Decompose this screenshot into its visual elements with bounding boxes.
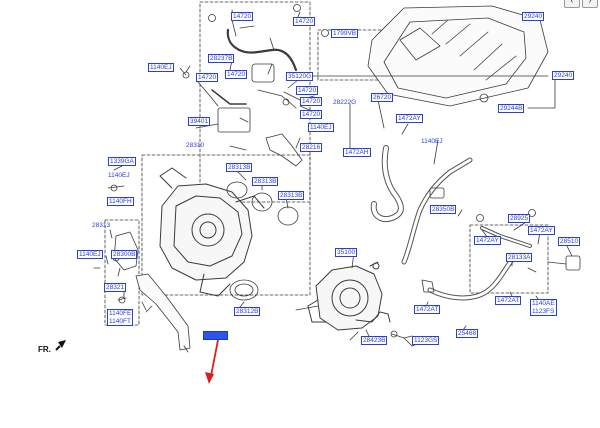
marker-b-top bbox=[293, 4, 301, 12]
solenoid-bracket bbox=[217, 107, 251, 133]
part-label-35100[interactable]: 35100 bbox=[335, 248, 358, 257]
part-label-1339ga[interactable]: 1339GA bbox=[108, 157, 136, 166]
part-label-1472at[interactable]: 1472AT bbox=[414, 305, 441, 314]
part-label-14720[interactable]: 14720 bbox=[300, 110, 323, 119]
part-label-14720[interactable]: 14720 bbox=[293, 17, 316, 26]
part-label-1472ay[interactable]: 1472AY bbox=[528, 226, 555, 235]
part-label-1140ft: 1140FT bbox=[109, 318, 131, 325]
support-bracket bbox=[135, 273, 191, 351]
part-label-1472ay[interactable]: 1472AY bbox=[396, 114, 423, 123]
engine-cover bbox=[367, 5, 549, 107]
part-label-29244b[interactable]: 29244B bbox=[498, 104, 525, 113]
part-label-1123fs: 1123FS bbox=[532, 308, 555, 315]
part-label-28313b[interactable]: 28313B bbox=[252, 177, 279, 186]
part-label-1472ay[interactable]: 1472AY bbox=[474, 236, 501, 245]
part-label-39401[interactable]: 39401 bbox=[188, 117, 211, 126]
part-label-28310[interactable]: 28310 bbox=[186, 142, 205, 149]
part-label-28216[interactable]: 28216 bbox=[300, 143, 323, 152]
corner-controls: ‹ › bbox=[564, 0, 600, 8]
part-label-1140fh[interactable]: 1140FH bbox=[107, 197, 134, 206]
chevron-left-icon[interactable]: ‹ bbox=[564, 0, 580, 8]
vacuum-hose-top bbox=[226, 28, 298, 72]
part-label-1140fe: 1140FE bbox=[109, 310, 132, 317]
front-direction-arrow bbox=[55, 340, 66, 351]
part-label-1140ae: 1140AE bbox=[532, 300, 555, 307]
part-label-14720[interactable]: 14720 bbox=[296, 86, 319, 95]
part-label-28321[interactable]: 28321 bbox=[104, 283, 127, 292]
gasket-2 bbox=[251, 192, 273, 212]
part-label-28313b[interactable]: 28313B bbox=[226, 163, 253, 172]
part-label-35120g[interactable]: 35120G bbox=[286, 72, 314, 81]
gasket-1 bbox=[226, 181, 248, 199]
vacuum-group-box bbox=[199, 1, 311, 203]
sensor-connector bbox=[565, 255, 581, 271]
front-orientation-label: FR. bbox=[38, 345, 51, 354]
throttle-body bbox=[307, 261, 383, 331]
marker-a-right bbox=[476, 214, 484, 222]
part-label-28133a[interactable]: 28133A bbox=[506, 253, 533, 262]
selected-part-label[interactable]: 284113 bbox=[203, 331, 229, 340]
turbocharger-manifold bbox=[159, 167, 265, 297]
part-label-28350b[interactable]: 28350B bbox=[430, 205, 457, 214]
part-label-28510[interactable]: 28510 bbox=[558, 237, 581, 246]
part-label-1472at[interactable]: 1472AT bbox=[495, 296, 522, 305]
part-label-28925[interactable]: 28925 bbox=[508, 214, 531, 223]
part-label-1140ej[interactable]: 1140EJ bbox=[77, 250, 103, 259]
part-label-28313[interactable]: 28313 bbox=[92, 222, 111, 229]
part-label-14720[interactable]: 14720 bbox=[225, 70, 248, 79]
part-label-1140ej[interactable]: 1140EJ bbox=[148, 63, 174, 72]
part-label-28423b[interactable]: 28423B bbox=[361, 336, 388, 345]
part-label-1140ej[interactable]: 1140EJ bbox=[108, 172, 130, 179]
part-label-14720[interactable]: 14720 bbox=[300, 97, 323, 106]
part-label-1123gs[interactable]: 1123GS bbox=[412, 336, 440, 345]
part-label-25468[interactable]: 25468 bbox=[456, 329, 479, 338]
part-label-28313b[interactable]: 28313B bbox=[278, 191, 305, 200]
right-hose-group-box bbox=[469, 224, 549, 294]
part-label-28312b[interactable]: 28312B bbox=[234, 307, 261, 316]
part-label-29240[interactable]: 29240 bbox=[522, 12, 545, 21]
part-label-14720[interactable]: 14720 bbox=[231, 12, 254, 21]
part-label-26720[interactable]: 26720 bbox=[371, 93, 394, 102]
part-label-1140ej[interactable]: 1140EJ bbox=[421, 138, 443, 145]
actuator-valve bbox=[251, 63, 275, 83]
part-label-28237b[interactable]: 28237B bbox=[208, 54, 235, 63]
part-label-1799vb[interactable]: 1799VB bbox=[331, 29, 359, 38]
part-label-1140ej[interactable]: 1140EJ bbox=[308, 123, 334, 132]
marker-a-top bbox=[208, 14, 216, 22]
gasket-3 bbox=[277, 206, 299, 226]
part-label-14720[interactable]: 14720 bbox=[196, 73, 219, 82]
part-label-29240[interactable]: 29240 bbox=[552, 71, 575, 80]
chevron-right-icon[interactable]: › bbox=[582, 0, 598, 8]
part-label-1472ah[interactable]: 1472AH bbox=[343, 148, 371, 157]
marker-a-inset bbox=[321, 29, 329, 37]
gasket-4 bbox=[229, 279, 259, 301]
part-label-28300b[interactable]: 28300B bbox=[111, 250, 138, 259]
turbo-group-box bbox=[141, 154, 311, 296]
callout-arrow bbox=[205, 339, 219, 384]
part-label-28222g[interactable]: 28222G bbox=[333, 99, 357, 106]
marker-b-right bbox=[528, 209, 536, 217]
